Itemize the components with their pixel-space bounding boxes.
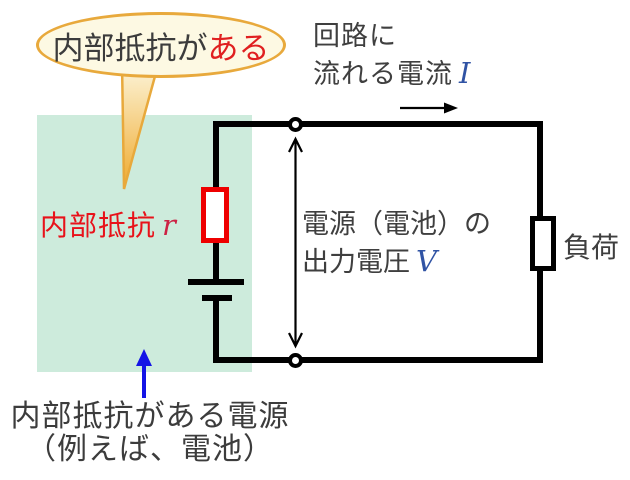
bubble-text-red: ある [207,30,270,66]
internal-resistor-symbol [201,187,229,243]
wire-left-lower [213,301,219,363]
bubble-text-black: 内部抵抗が [52,30,208,66]
battery-positive-plate [188,279,244,285]
speech-bubble: 内部抵抗がある [36,12,286,78]
current-label-line1: 回路に [313,21,397,51]
source-note-line2: （例えば、電池） [26,433,274,466]
voltage-double-arrow-icon [288,136,303,349]
wire-top [213,121,543,127]
battery-negative-plate [202,295,232,301]
source-note-label: 内部抵抗がある電源 （例えば、電池） [0,400,300,466]
internal-resistance-symbol: r [162,208,177,242]
wire-bottom [213,357,543,363]
wire-left-mid [213,240,219,285]
voltage-label-line1: 電源（電池）の [302,209,491,239]
load-label: 負荷 [563,232,620,263]
voltage-symbol: V [416,244,437,278]
terminal-node-top [288,117,303,132]
terminal-node-bottom [288,353,303,368]
wire-left-upper [213,121,219,191]
load-resistor-symbol [530,216,556,271]
current-symbol: I [459,56,472,90]
current-arrow-icon [400,102,458,114]
source-note-line1: 内部抵抗がある電源 [10,400,290,433]
